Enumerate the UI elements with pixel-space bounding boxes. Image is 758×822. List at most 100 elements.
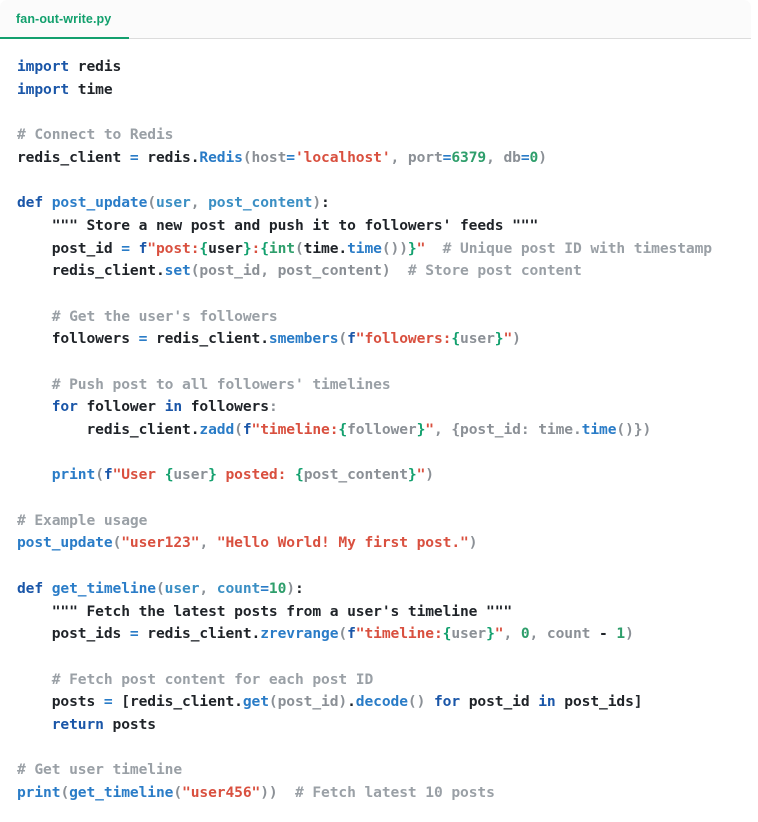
code-token: follower xyxy=(347,421,417,438)
code-line xyxy=(17,737,758,760)
code-token: "Hello World! My first post." xyxy=(216,534,469,552)
code-token: f xyxy=(347,625,356,643)
code-token: ( xyxy=(60,784,70,801)
code-token: = xyxy=(129,625,139,643)
code-token: } xyxy=(407,466,417,484)
code-line xyxy=(17,487,758,510)
code-token: user xyxy=(164,579,200,597)
code-token: } xyxy=(633,421,643,438)
code-token: post_ids xyxy=(17,625,130,643)
code-token: post_content xyxy=(303,466,408,484)
source-code[interactable]: import redis import time # Connect to Red… xyxy=(0,39,758,805)
code-token: - xyxy=(599,625,608,643)
code-token: ) xyxy=(312,194,322,212)
code-token: } xyxy=(416,421,426,438)
code-token: { xyxy=(338,421,348,438)
code-token: zrevrange xyxy=(260,625,339,643)
code-token xyxy=(130,240,139,257)
code-token: redis_client xyxy=(138,625,252,643)
code-line: # Fetch post content for each post ID xyxy=(17,669,758,692)
code-token: : xyxy=(520,421,539,438)
code-token: ( xyxy=(155,579,165,597)
code-token: def xyxy=(17,579,44,597)
code-token: posts xyxy=(17,693,104,711)
code-token: f xyxy=(242,421,252,438)
code-line xyxy=(17,646,758,669)
code-token: { xyxy=(451,330,461,348)
code-token: 0 xyxy=(520,625,530,643)
code-token: smembers xyxy=(268,330,339,348)
code-token: # Connect to Redis xyxy=(17,126,174,144)
code-scroll-area[interactable]: import redis import time # Connect to Red… xyxy=(0,39,758,822)
code-token: "timeline: xyxy=(251,421,339,438)
code-token: ( xyxy=(268,693,278,711)
code-token: ) xyxy=(286,579,295,597)
code-line: followers = redis_client.smembers(f"foll… xyxy=(17,328,758,351)
code-token: 'localhost' xyxy=(294,148,391,166)
code-line xyxy=(17,442,758,465)
code-token: ) xyxy=(268,784,278,801)
code-line: def post_update(user, post_content): xyxy=(17,192,758,215)
code-line: def get_timeline(user, count=10): xyxy=(17,578,758,601)
code-token: = xyxy=(138,330,148,348)
code-token: count xyxy=(216,579,261,597)
code-token: = xyxy=(286,148,295,166)
code-token: ) xyxy=(625,625,634,643)
code-token: () xyxy=(407,693,426,711)
code-token: # Example usage xyxy=(17,511,148,529)
code-token: import xyxy=(17,58,70,75)
code-token: . xyxy=(251,625,261,643)
code-token: post_id xyxy=(17,239,122,257)
code-token: count xyxy=(546,625,600,643)
code-token: { xyxy=(260,239,269,257)
code-token: posts xyxy=(103,715,157,733)
code-token: set xyxy=(164,262,191,280)
code-line xyxy=(17,555,758,578)
code-line: # Push post to all followers' timelines xyxy=(17,374,758,397)
code-line: # Get user timeline xyxy=(17,759,758,782)
code-line: redis_client = redis.Redis(host='localho… xyxy=(17,147,758,170)
code-token: ( xyxy=(112,534,122,552)
code-token: print xyxy=(51,466,96,484)
code-token: ( xyxy=(147,194,156,212)
code-token: ) xyxy=(260,784,269,801)
code-token: db xyxy=(503,148,521,166)
code-token: : xyxy=(321,194,330,212)
code-token: : xyxy=(268,398,278,416)
code-token: ( xyxy=(338,330,348,348)
editor-tab-label: fan-out-write.py xyxy=(16,12,112,26)
code-token xyxy=(17,716,52,733)
code-token: , xyxy=(486,148,504,166)
code-token: print xyxy=(17,784,61,801)
code-token: ) xyxy=(642,421,652,438)
code-token: redis xyxy=(69,58,122,75)
code-token: , xyxy=(260,262,278,280)
code-token: : xyxy=(251,239,261,257)
code-token: } xyxy=(208,466,217,484)
code-token xyxy=(43,580,52,597)
code-token: f xyxy=(103,466,113,484)
editor-tab-fan-out-write[interactable]: fan-out-write.py xyxy=(0,0,130,39)
code-line: post_ids = redis_client.zrevrange(f"time… xyxy=(17,623,758,646)
code-token: followers xyxy=(17,330,139,348)
code-token: ( xyxy=(173,784,183,801)
code-token: ) xyxy=(512,330,521,348)
code-token: ( xyxy=(190,262,200,280)
code-token: = xyxy=(442,148,452,166)
code-token: post_content xyxy=(277,262,382,280)
code-line: posts = [redis_client.get(post_id).decod… xyxy=(17,691,758,714)
code-token: : xyxy=(294,579,304,597)
code-line xyxy=(17,283,758,306)
editor-tabbar: fan-out-write.py xyxy=(0,0,751,39)
code-token: 6379 xyxy=(451,148,487,166)
code-token: user xyxy=(173,466,209,484)
code-token: { xyxy=(164,466,174,484)
code-token: """ Fetch the latest posts from a user's… xyxy=(17,602,513,620)
code-token: def xyxy=(17,194,44,212)
code-line: print(get_timeline("user456")) # Fetch l… xyxy=(17,782,758,805)
code-line: import time xyxy=(17,79,758,102)
code-line: redis_client.set(post_id, post_content) … xyxy=(17,260,758,283)
code-token: { xyxy=(451,421,461,438)
code-token: ) xyxy=(425,466,434,484)
code-token: post_id xyxy=(460,421,521,438)
